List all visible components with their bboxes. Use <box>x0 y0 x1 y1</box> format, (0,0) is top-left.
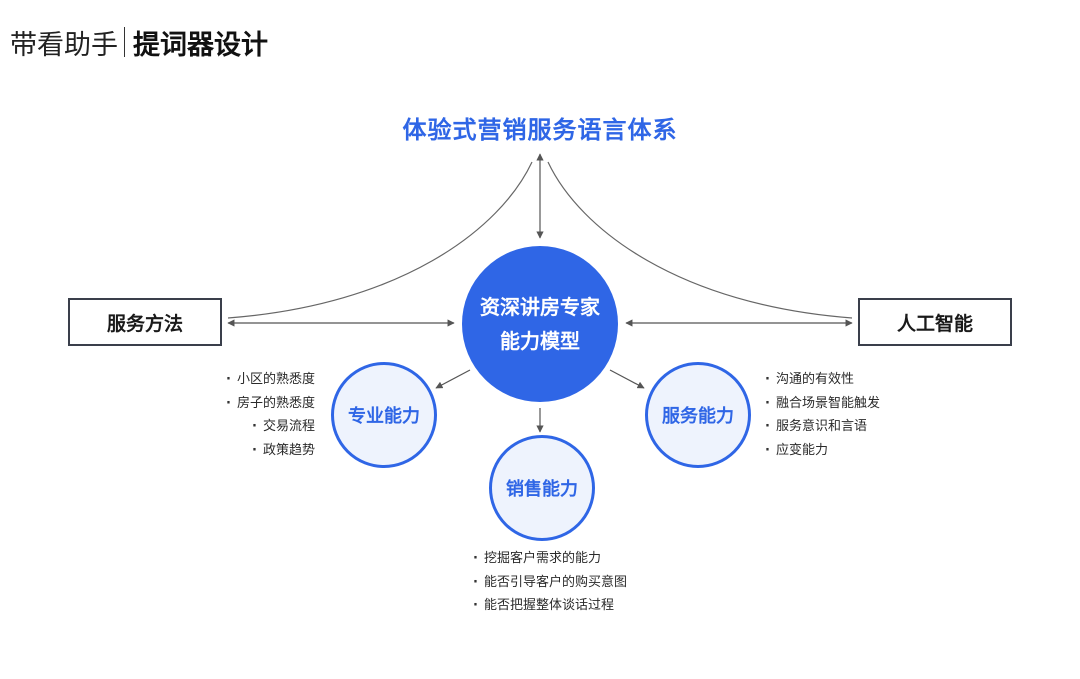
list-item: 应变能力 <box>765 439 880 463</box>
list-item: 房子的熟悉度 <box>226 392 315 416</box>
brand-name: 带看助手 <box>10 29 118 61</box>
header: 带看助手 提词器设计 <box>10 22 268 62</box>
list-item: 沟通的有效性 <box>765 368 880 392</box>
service-method-label: 服务方法 <box>106 312 183 335</box>
list-item: 服务意识和言语 <box>765 415 880 439</box>
core-model-circle: 资深讲房专家 能力模型 <box>462 246 618 402</box>
service-ability-list: 沟通的有效性 融合场景智能触发 服务意识和言语 应变能力 <box>765 368 880 462</box>
core-line-1: 资深讲房专家 <box>480 295 600 319</box>
professional-ability-circle: 专业能力 <box>331 362 437 468</box>
sales-ability-label: 销售能力 <box>506 479 578 500</box>
list-item: 能否引导客户的购买意图 <box>473 571 627 595</box>
service-ability-circle: 服务能力 <box>645 362 751 468</box>
list-item: 政策趋势 <box>226 439 315 463</box>
arrow-core-service <box>609 369 645 389</box>
ai-box: 人工智能 <box>858 298 1012 346</box>
service-method-box: 服务方法 <box>68 298 222 346</box>
sales-ability-circle: 销售能力 <box>489 435 595 541</box>
system-title: 体验式营销服务语言体系 <box>402 116 678 144</box>
ai-label: 人工智能 <box>896 312 973 335</box>
curve-left <box>227 161 533 319</box>
list-item: 能否把握整体谈话过程 <box>473 594 627 618</box>
service-ability-label: 服务能力 <box>662 406 734 427</box>
sales-ability-list: 挖掘客户需求的能力 能否引导客户的购买意图 能否把握整体谈话过程 <box>473 547 627 618</box>
list-item: 交易流程 <box>226 415 315 439</box>
list-item: 小区的熟悉度 <box>226 368 315 392</box>
header-divider <box>124 27 125 57</box>
arrow-core-professional <box>435 369 471 389</box>
professional-ability-label: 专业能力 <box>348 406 420 427</box>
list-item: 融合场景智能触发 <box>765 392 880 416</box>
professional-ability-list: 小区的熟悉度 房子的熟悉度 交易流程 政策趋势 <box>226 368 315 462</box>
curve-right <box>547 161 853 319</box>
core-line-2: 能力模型 <box>500 329 580 353</box>
page-title: 提词器设计 <box>133 29 268 61</box>
list-item: 挖掘客户需求的能力 <box>473 547 627 571</box>
